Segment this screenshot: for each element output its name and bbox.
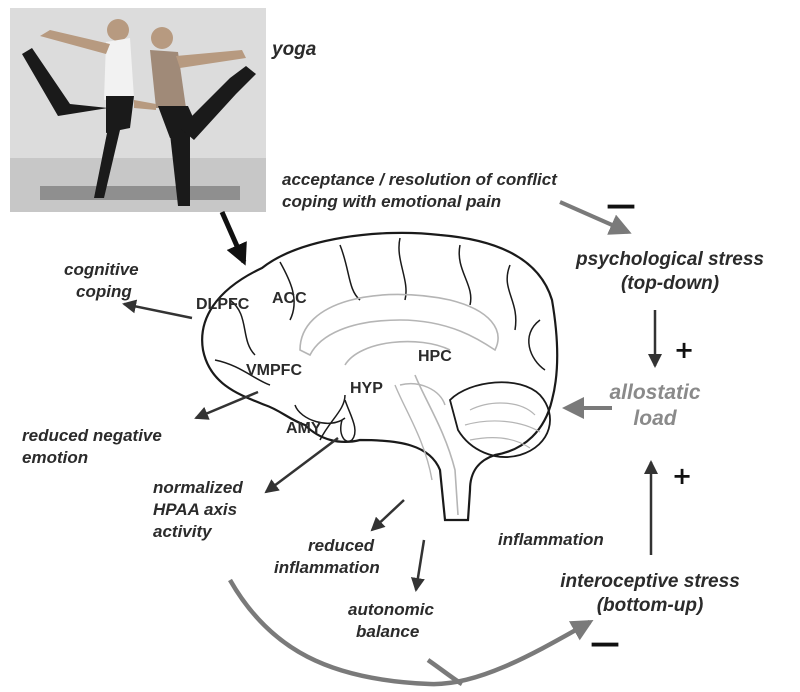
- sign-minus-top: —: [606, 188, 636, 223]
- region-acc: ACC: [272, 290, 307, 307]
- arrows: [122, 200, 662, 687]
- arrow-hyp-to-normalized-hpaa: [264, 437, 339, 494]
- region-dlpfc: DLPFC: [196, 296, 250, 313]
- label-allostatic-line2: load: [633, 407, 677, 430]
- label-normalized-line1: normalized: [153, 478, 243, 497]
- arrow-curve-to-interoceptive: [228, 578, 594, 687]
- label-autonomic-line1: autonomic: [348, 600, 434, 619]
- label-acceptance-line1: acceptance / resolution of conflict: [282, 170, 557, 189]
- region-hyp: HYP: [350, 380, 383, 397]
- sign-plus-top: +: [674, 336, 695, 364]
- arrow-to-autonomic-balance: [410, 539, 426, 592]
- label-cognitive-line1: cognitive: [64, 260, 139, 279]
- label-reduced-negative-line1: reduced negative: [22, 426, 162, 445]
- label-psych-stress-line1: psychological stress: [576, 249, 764, 270]
- region-hpc: HPC: [418, 348, 452, 365]
- label-yoga: yoga: [272, 39, 317, 60]
- sign-minus-bottom: —: [590, 626, 620, 661]
- label-interoceptive-line1: interoceptive stress: [560, 571, 740, 592]
- label-allostatic-line1: allostatic: [609, 381, 701, 404]
- label-reduced-inflammation-line1: reduced: [308, 536, 375, 555]
- label-acceptance-line2: coping with emotional pain: [282, 192, 502, 211]
- region-amy: AMY: [286, 420, 322, 437]
- brain-illustration: [201, 231, 559, 522]
- region-vmpfc: VMPFC: [246, 362, 302, 379]
- arrow-dlpfc-to-cognitive-coping: [122, 299, 193, 320]
- label-autonomic-line2: balance: [356, 622, 420, 641]
- yoga-photo: [10, 8, 266, 212]
- label-cognitive-line2: coping: [76, 282, 132, 301]
- label-inflammation: inflammation: [498, 530, 604, 549]
- sign-plus-bottom: +: [672, 462, 693, 490]
- label-reduced-inflammation-line2: inflammation: [274, 558, 380, 577]
- arrow-acceptance-to-psych-stress: [559, 200, 632, 235]
- arrow-yoga-to-brain: [219, 210, 247, 266]
- label-interoceptive-line2: (bottom-up): [596, 595, 704, 616]
- yoga-photo-figures: [10, 8, 266, 212]
- label-psych-stress-line2: (top-down): [620, 273, 720, 294]
- label-reduced-negative-line2: emotion: [22, 448, 89, 467]
- label-normalized-line2: HPAA axis: [153, 500, 238, 519]
- arrow-to-reduced-inflammation: [370, 499, 405, 532]
- arrow-vmpfc-to-reduced-negative: [194, 390, 259, 420]
- label-normalized-line3: activity: [153, 522, 212, 541]
